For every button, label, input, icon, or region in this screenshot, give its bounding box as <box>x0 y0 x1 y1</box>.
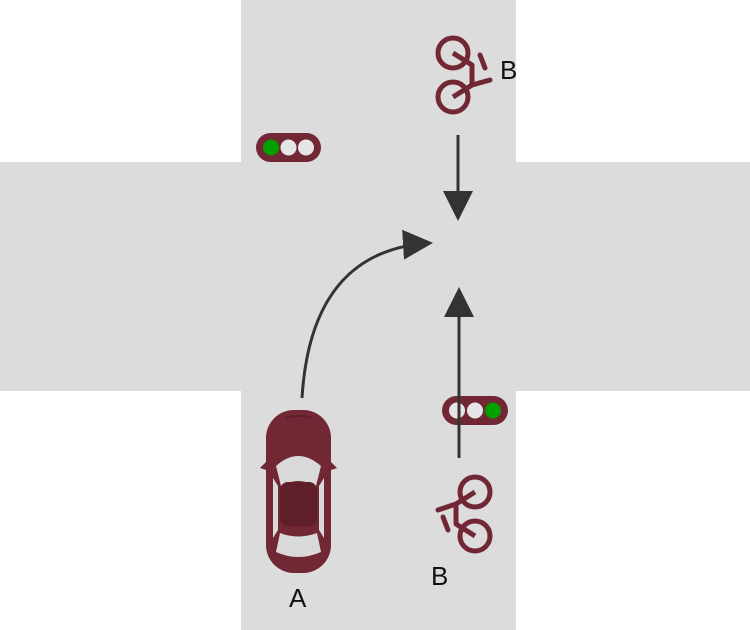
signal-lamp-off <box>298 139 314 156</box>
bike-top-label: B <box>500 55 517 85</box>
car-top-view-icon <box>260 410 337 573</box>
signal-lamp-off <box>280 139 297 156</box>
signal-lamp-off <box>467 402 483 419</box>
traffic-signal-top-left <box>256 133 321 162</box>
signal-lamp-off <box>449 402 465 419</box>
car-rear-window <box>276 533 321 557</box>
bicycle-icon <box>435 35 493 115</box>
car-turn-arrow <box>300 229 433 399</box>
horizontal-road <box>0 162 750 391</box>
signal-lamp-green <box>485 402 501 419</box>
bike-bottom-label: B <box>431 561 448 591</box>
car-windshield <box>276 456 321 486</box>
traffic-signal-bottom-right <box>442 396 508 425</box>
movement-arrows <box>300 135 474 458</box>
bicycle-icon <box>435 474 493 554</box>
car-label: A <box>289 583 307 613</box>
signal-lamp-green <box>263 139 279 156</box>
car-roof <box>280 482 317 526</box>
